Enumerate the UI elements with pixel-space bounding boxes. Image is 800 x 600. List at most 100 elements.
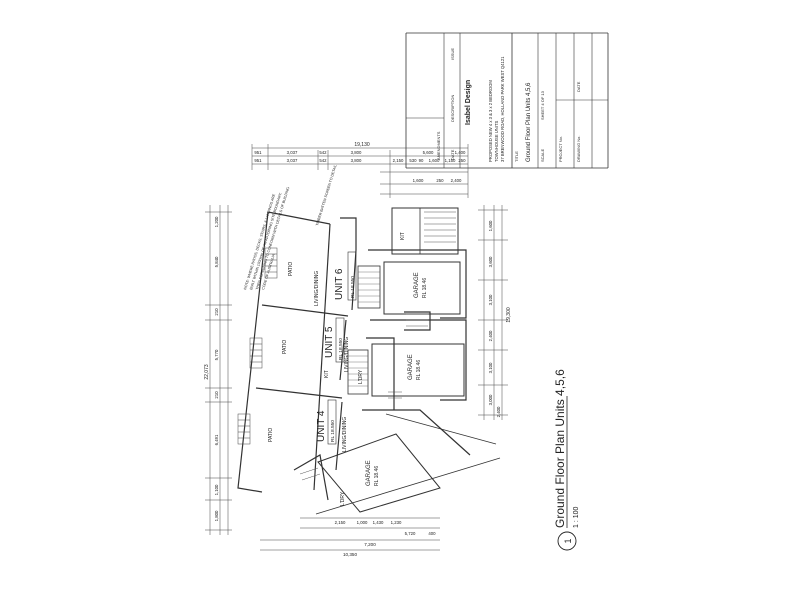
- dim-top-r3-a: 1,600: [413, 178, 424, 183]
- unit-6-garage: GARAGE: [414, 272, 420, 298]
- dim-top-r2-j: 250: [458, 158, 466, 163]
- title-field-project-no: PROJECT No.: [558, 136, 563, 162]
- dim-right-g: 2,400: [496, 406, 501, 417]
- dim-top-r1-a: 951: [254, 150, 262, 155]
- dim-top-r1-e: 5,600: [423, 150, 434, 155]
- dim-top-r2-i: 1,150: [445, 158, 456, 163]
- unit-4-title: UNIT 4: [316, 410, 327, 442]
- right-dimensions: [478, 205, 508, 420]
- unit-6-labels: UNIT 6 RL 18.550 LIVING/DINING PATIO KIT…: [288, 232, 428, 306]
- dim-top-r1-d: 3,800: [351, 150, 362, 155]
- unit-4-labels: UNIT 4 RL 18.550 LIVING/DINING PATIO L'D…: [268, 399, 380, 506]
- dim-top-r1-b: 3,037: [287, 150, 298, 155]
- unit-5-laundry: L'DRY: [358, 369, 364, 384]
- title-field-description: DESCRIPTION: [450, 95, 455, 122]
- dim-right-f: 3,000: [488, 394, 493, 405]
- dim-top-r2-g: 90: [419, 158, 424, 163]
- project-line-2: TOWNHOUSE UNITS: [494, 120, 499, 162]
- plan-caption: 1 Ground Floor Plan Units 4,5,6 1 : 100: [553, 369, 580, 551]
- unit-4-garage: GARAGE: [366, 460, 372, 486]
- unit-5-living: LIVING/DINING: [344, 337, 350, 372]
- unit-5-rl: RL 18.550: [338, 338, 344, 360]
- dim-left-f: 6,491: [214, 434, 219, 445]
- unit-6-patio: PATIO: [288, 262, 294, 276]
- unit-6-kitchen: KIT: [400, 232, 406, 240]
- dim-bottom-c: 1,430: [373, 520, 384, 525]
- unit-4-garage-rl: RL 18.46: [374, 466, 380, 486]
- sheet-number: SHEET 4 OF 13: [540, 90, 545, 120]
- title-field-amendments: AMENDMENTS: [436, 131, 441, 160]
- title-field-issue: ISSUE: [450, 48, 455, 60]
- dim-bottom-a: 2,150: [335, 520, 346, 525]
- unit-5-title: UNIT 5: [324, 326, 335, 358]
- dim-top-r2-f: 530: [409, 158, 417, 163]
- dim-left-e: 210: [214, 391, 219, 399]
- caption-number: 1: [563, 538, 573, 543]
- caption-title: Ground Floor Plan Units 4,5,6: [553, 369, 567, 528]
- dim-top-r2-d: 3,800: [351, 158, 362, 163]
- dim-bottom-d: 1,230: [391, 520, 402, 525]
- unit-5-garage: GARAGE: [408, 354, 414, 380]
- title-field-date-2: DATE: [576, 81, 581, 92]
- dim-top-r2-e: 2,150: [393, 158, 404, 163]
- dim-left-c: 210: [214, 308, 219, 316]
- dim-top-total: 19,130: [354, 142, 370, 148]
- dim-left-b: 5,840: [214, 256, 219, 267]
- unit-5-garage-rl: RL 18.46: [416, 360, 422, 380]
- dim-left-a: 1,200: [214, 216, 219, 227]
- project-line-1: PROPOSED NEW 4 x 3 & 3 x 2 BEDROOM: [488, 80, 493, 162]
- unit-4-patio: PATIO: [268, 428, 274, 442]
- patio-planters: [237, 247, 278, 445]
- unit-5-kitchen: KIT: [324, 370, 330, 378]
- dim-top-r1-c: 542: [319, 150, 327, 155]
- caption-number-circle: [557, 531, 577, 551]
- left-dimensions: [205, 205, 232, 535]
- title-field-date: DATE: [450, 149, 455, 160]
- project-line-3: 37 BRENWOOD ROAD, HOLLAND PARK WEST Q412…: [500, 56, 505, 162]
- dim-left-g: 1,100: [214, 484, 219, 495]
- screen-note: TIMBER BATTEN SCREEN TO DETAIL: [315, 164, 337, 226]
- unit-6-garage-rl: RL 18.46: [422, 278, 428, 298]
- dim-right-c: 3,100: [488, 294, 493, 305]
- dim-left-h: 1,800: [214, 510, 219, 521]
- drawing-title: Ground Floor Plan Units 4,5,6: [526, 82, 532, 162]
- dim-bottom-e: 5,720: [405, 531, 416, 536]
- stair-treads: [348, 271, 380, 387]
- unit-6-living: LIVING/DINING: [314, 271, 320, 306]
- title-block: DATE DESCRIPTION AMENDMENTS ISSUE Isabel…: [405, 32, 609, 169]
- dim-top-r2-h: 1,600: [429, 158, 440, 163]
- unit-4-rl: RL 18.550: [330, 420, 336, 442]
- title-field-scale: SCALE: [540, 149, 545, 162]
- dim-top-r2-c: 542: [319, 158, 327, 163]
- top-dimensions: [251, 144, 469, 198]
- dim-top-r3-b: 250: [436, 178, 444, 183]
- dim-top-r3-c: 2,400: [451, 178, 462, 183]
- dim-right-b: 3,600: [488, 256, 493, 267]
- dim-top-r1-f: 1,400: [455, 150, 466, 155]
- dim-bottom-b: 1,000: [357, 520, 368, 525]
- dim-right-a: 1,600: [488, 220, 493, 231]
- dim-right-total: 19,300: [506, 307, 512, 323]
- dim-top-r2-a: 951: [254, 158, 262, 163]
- bottom-dimensions: [260, 517, 440, 551]
- cabinet-hatching: [299, 211, 456, 481]
- unit-5-labels: UNIT 5 RL 18.550 LIVING/DINING PATIO KIT…: [282, 317, 422, 384]
- dim-top-r2-b: 3,037: [287, 158, 298, 163]
- dim-left-total: 22,073: [204, 364, 210, 380]
- unit-4-laundry: L'DRY: [340, 491, 346, 506]
- dim-bottom-sub: 7,200: [364, 542, 376, 547]
- dim-bottom-f: 400: [428, 531, 436, 536]
- unit-6-title: UNIT 6: [334, 268, 345, 300]
- caption-scale: 1 : 100: [573, 506, 580, 528]
- unit-5-patio: PATIO: [282, 340, 288, 354]
- title-field-drawing-no: DRAWING No.: [576, 135, 581, 162]
- unit-4-living: LIVING/DINING: [342, 417, 348, 452]
- title-field-title: TITLE: [514, 151, 519, 162]
- unit-6-rl: RL 18.550: [350, 276, 356, 298]
- dim-left-d: 5,770: [214, 349, 219, 360]
- dim-right-d: 2,400: [488, 330, 493, 341]
- dim-right-e: 3,100: [488, 362, 493, 373]
- company-name: Isabel Design: [465, 80, 472, 125]
- dim-bottom-total: 10,350: [343, 552, 357, 557]
